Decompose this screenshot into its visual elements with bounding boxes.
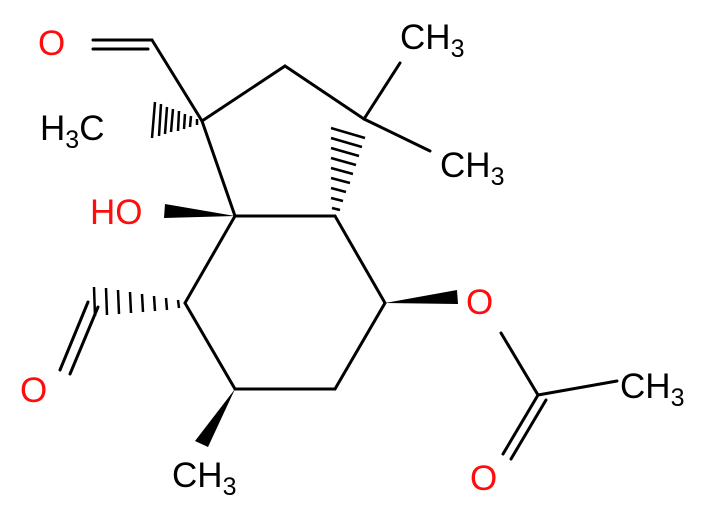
hash-c1-me-7 xyxy=(157,103,163,137)
c6-methyl-ch: CH xyxy=(172,456,223,495)
bond-o-acyl xyxy=(499,331,540,397)
hash-c1-me-3 xyxy=(182,113,187,130)
bond-c3-me1 xyxy=(362,61,402,121)
atom-label-ester-oxygen: O xyxy=(466,283,493,322)
bond-acyl-o-1 xyxy=(501,393,540,456)
bond-c2-c3 xyxy=(283,64,366,121)
acetyl-methyl-ch: CH xyxy=(620,367,671,406)
bond-c3a-c4 xyxy=(333,214,387,305)
gem-methyl-right-ch: CH xyxy=(440,146,491,185)
bond-c1-c2 xyxy=(200,64,287,123)
hash-c3a-c3-5 xyxy=(330,166,354,176)
hash-c3a-c3-3 xyxy=(330,186,347,194)
wedge-c7a-oh xyxy=(164,204,235,218)
hash-c7-cho-2 xyxy=(164,297,169,311)
atom-labels: O H3C CH3 CH3 HO O O CH3 O CH3 xyxy=(20,18,684,501)
bond-c7-c7a xyxy=(183,214,237,305)
atom-label-acetyl-methyl: CH3 xyxy=(620,367,684,412)
acetyl-methyl-subscript: 3 xyxy=(671,384,685,412)
hash-c7-cho-4 xyxy=(140,293,145,313)
atom-label-carbonyl-oxygen: O xyxy=(470,459,497,498)
hash-c1-me-6 xyxy=(163,106,169,135)
atom-label-aldehyde-oxygen-top: O xyxy=(38,24,65,63)
bonds xyxy=(58,38,619,461)
hash-c7-cho-6 xyxy=(116,289,121,315)
hash-c1-me-4 xyxy=(176,110,181,132)
gem-methyl-top-ch: CH xyxy=(400,18,451,57)
gem-methyl-top-subscript: 3 xyxy=(451,35,465,63)
hash-c7-cho-8 xyxy=(92,286,97,317)
wedge-c4-oac xyxy=(385,290,458,304)
hash-c3a-c3-8 xyxy=(330,136,363,149)
c1-methyl-c: C xyxy=(79,109,104,148)
hash-c7-cho-7 xyxy=(104,287,109,316)
hash-c7-cho-3 xyxy=(152,295,157,312)
wedge-bonds xyxy=(164,204,458,447)
hash-c1-me-8 xyxy=(150,101,157,139)
bond-c1-c7a xyxy=(200,119,237,218)
atom-label-aldehyde-oxygen-bottom: O xyxy=(20,371,47,410)
c6-methyl-subscript: 3 xyxy=(223,473,237,501)
c1-methyl-h: H xyxy=(40,109,65,148)
hash-c3a-c3-1 xyxy=(331,206,341,212)
bond-acyl-o-2 xyxy=(509,398,548,461)
c1-methyl-subscript: 3 xyxy=(65,126,79,154)
hash-c3a-c3-9 xyxy=(330,126,366,140)
hash-c1-me-5 xyxy=(169,108,175,133)
bond-c1-cho xyxy=(150,38,204,123)
hash-c7-cho-1 xyxy=(176,299,181,309)
hash-c3a-c3-4 xyxy=(330,176,351,185)
bond-c6-c7 xyxy=(183,301,237,391)
hash-c7-cho-5 xyxy=(128,291,133,314)
atom-label-c1-methyl: H3C xyxy=(40,109,104,154)
bond-c3-me2 xyxy=(362,117,432,153)
wedge-c6-me xyxy=(195,389,235,447)
bond-cho2-o-1 xyxy=(58,300,90,372)
hashed-bonds xyxy=(92,101,366,317)
atom-label-c6-methyl: CH3 xyxy=(172,456,236,501)
atom-label-hydroxyl: HO xyxy=(90,193,143,232)
hash-c3a-c3-7 xyxy=(330,146,360,158)
atom-label-gem-methyl-right: CH3 xyxy=(440,146,504,191)
hash-c3a-c3-6 xyxy=(330,156,357,167)
hash-c1-me-2 xyxy=(188,115,193,128)
gem-methyl-right-subscript: 3 xyxy=(491,163,505,191)
bond-cho2-o-2 xyxy=(68,305,100,376)
bond-acyl-ch3 xyxy=(536,379,619,397)
atom-label-gem-methyl-top: CH3 xyxy=(400,18,464,63)
hash-c3a-c3-2 xyxy=(330,196,344,203)
bond-c4-c5 xyxy=(333,301,387,391)
